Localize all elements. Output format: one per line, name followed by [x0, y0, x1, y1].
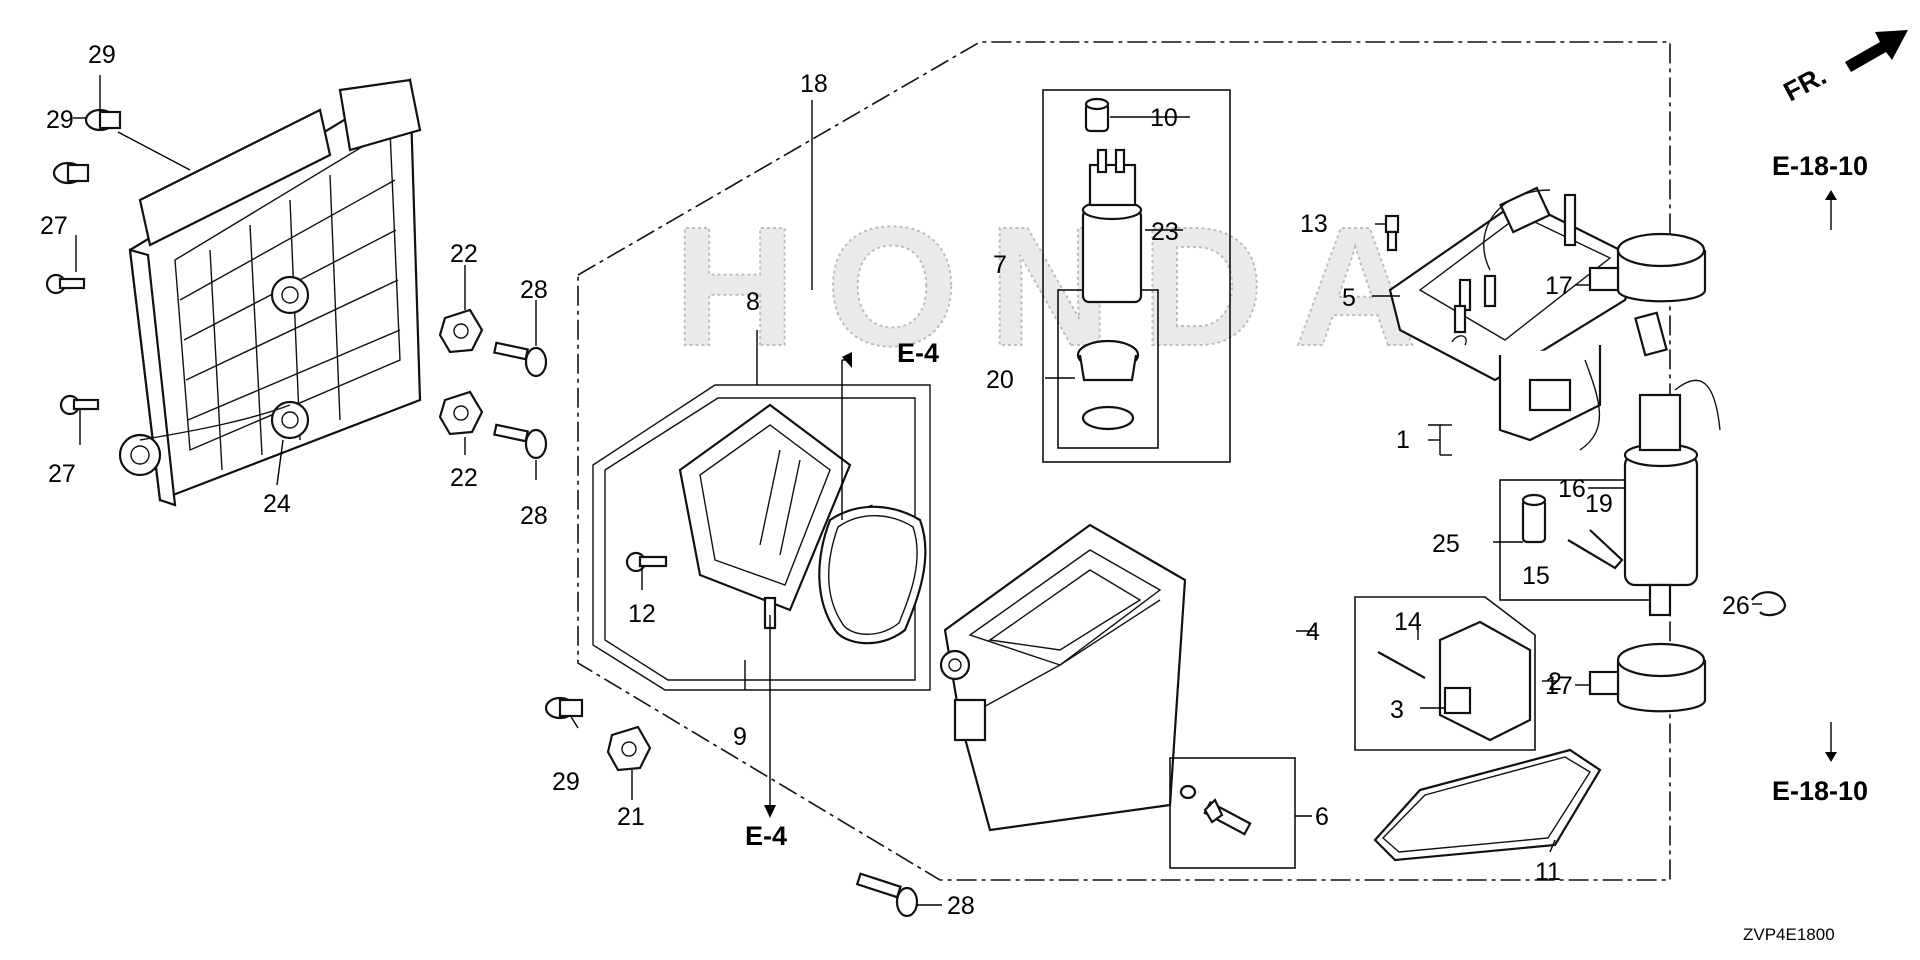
assembly-frame-18 — [577, 41, 1671, 881]
callout-9: 9 — [733, 723, 747, 751]
callout-10: 10 — [1150, 104, 1178, 132]
callout-28: 28 — [520, 502, 548, 530]
callout-16: 16 — [1558, 475, 1586, 503]
seal-15[interactable] — [1521, 493, 1547, 544]
gasket-11[interactable] — [1373, 748, 1602, 862]
callout-25: 25 — [1432, 530, 1460, 558]
callout-27: 27 — [48, 460, 76, 488]
callout-1: 1 — [1396, 426, 1410, 454]
callout-19: 19 — [1585, 490, 1613, 518]
clip-26[interactable] — [1751, 591, 1787, 617]
callout-23: 23 — [1151, 218, 1179, 246]
grommet-21[interactable] — [606, 725, 652, 772]
callout-11: 11 — [1535, 858, 1561, 886]
bolt-28b[interactable] — [493, 423, 548, 460]
bolt-27a[interactable] — [45, 273, 86, 295]
collar-29b[interactable] — [52, 161, 90, 185]
gasket-9[interactable] — [818, 505, 927, 645]
callout-7: 7 — [993, 251, 1007, 279]
callout-29: 29 — [552, 768, 580, 796]
clamp-17-top[interactable] — [1588, 232, 1707, 303]
callout-8: 8 — [746, 288, 760, 316]
callout-14: 14 — [1394, 608, 1422, 636]
callout-29: 29 — [46, 106, 74, 134]
relay-box-2 — [1354, 596, 1536, 751]
bolt-27b[interactable] — [59, 394, 100, 416]
callout-22: 22 — [450, 464, 478, 492]
drain-screw-6[interactable] — [1179, 784, 1252, 836]
callout-12: 12 — [628, 600, 656, 628]
callout-17: 17 — [1545, 672, 1573, 700]
spark-plug-1[interactable] — [1451, 304, 1467, 346]
drain-box-6 — [1169, 757, 1296, 869]
grommet-22a[interactable] — [438, 308, 484, 354]
ref-e18-10-top[interactable]: E-18-10 — [1772, 151, 1868, 181]
leader-lines — [73, 75, 1837, 906]
bolt-13[interactable] — [1384, 214, 1400, 252]
pump-module-5[interactable] — [1388, 186, 1642, 451]
collar-29a[interactable] — [84, 108, 122, 132]
callout-29: 29 — [88, 41, 116, 69]
fuel-pump-23[interactable] — [1081, 148, 1143, 304]
callout-4: 4 — [1306, 618, 1320, 646]
bolt-28a[interactable] — [493, 341, 548, 378]
clamp-17-bottom[interactable] — [1588, 642, 1707, 713]
cap-10[interactable] — [1084, 97, 1110, 133]
callout-26: 26 — [1722, 592, 1750, 620]
figure-code: ZVP4E1800 — [1743, 925, 1835, 944]
callout-17: 17 — [1545, 272, 1573, 300]
strainer-20[interactable] — [1076, 339, 1140, 431]
callout-13: 13 — [1300, 210, 1328, 238]
grommet-22b[interactable] — [438, 390, 484, 436]
callout-21: 21 — [617, 803, 645, 831]
pin-19[interactable] — [1567, 529, 1624, 570]
ref-e18-10-bottom[interactable]: E-18-10 — [1772, 776, 1868, 806]
callout-22: 22 — [450, 240, 478, 268]
callout-20: 20 — [986, 366, 1014, 394]
float-chamber-4[interactable] — [939, 523, 1187, 832]
callout-18: 18 — [800, 70, 828, 98]
callout-5: 5 — [1342, 284, 1356, 312]
fuel-filter-16[interactable] — [1623, 311, 1721, 617]
callout-28: 28 — [520, 276, 548, 304]
collar-29c[interactable] — [544, 696, 584, 720]
callouts: 29 29 27 27 22 22 28 28 24 18 10 23 7 8 … — [40, 41, 1750, 920]
front-direction-arrow: FR. — [1779, 30, 1908, 107]
pump-box-7 — [1042, 89, 1231, 463]
bolt-12[interactable] — [625, 551, 668, 573]
ref-e4-bottom[interactable]: E-4 — [745, 821, 787, 851]
callout-3: 3 — [1390, 696, 1404, 724]
ref-e4-top[interactable]: E-4 — [897, 338, 939, 368]
callout-2: 2 — [1548, 668, 1562, 696]
watermark: HONDA — [673, 192, 1446, 382]
cover-box-8 — [592, 384, 931, 691]
callout-15: 15 — [1522, 562, 1550, 590]
bolt-28c[interactable] — [855, 872, 919, 918]
relay-2[interactable] — [1438, 620, 1532, 742]
callout-27: 27 — [40, 212, 68, 240]
pin-14[interactable] — [1377, 651, 1426, 679]
direction-label: FR. — [1779, 60, 1831, 107]
callout-28: 28 — [947, 892, 975, 920]
bracket-plate-24[interactable] — [118, 78, 422, 507]
callout-6: 6 — [1315, 803, 1329, 831]
callout-24: 24 — [263, 490, 291, 518]
